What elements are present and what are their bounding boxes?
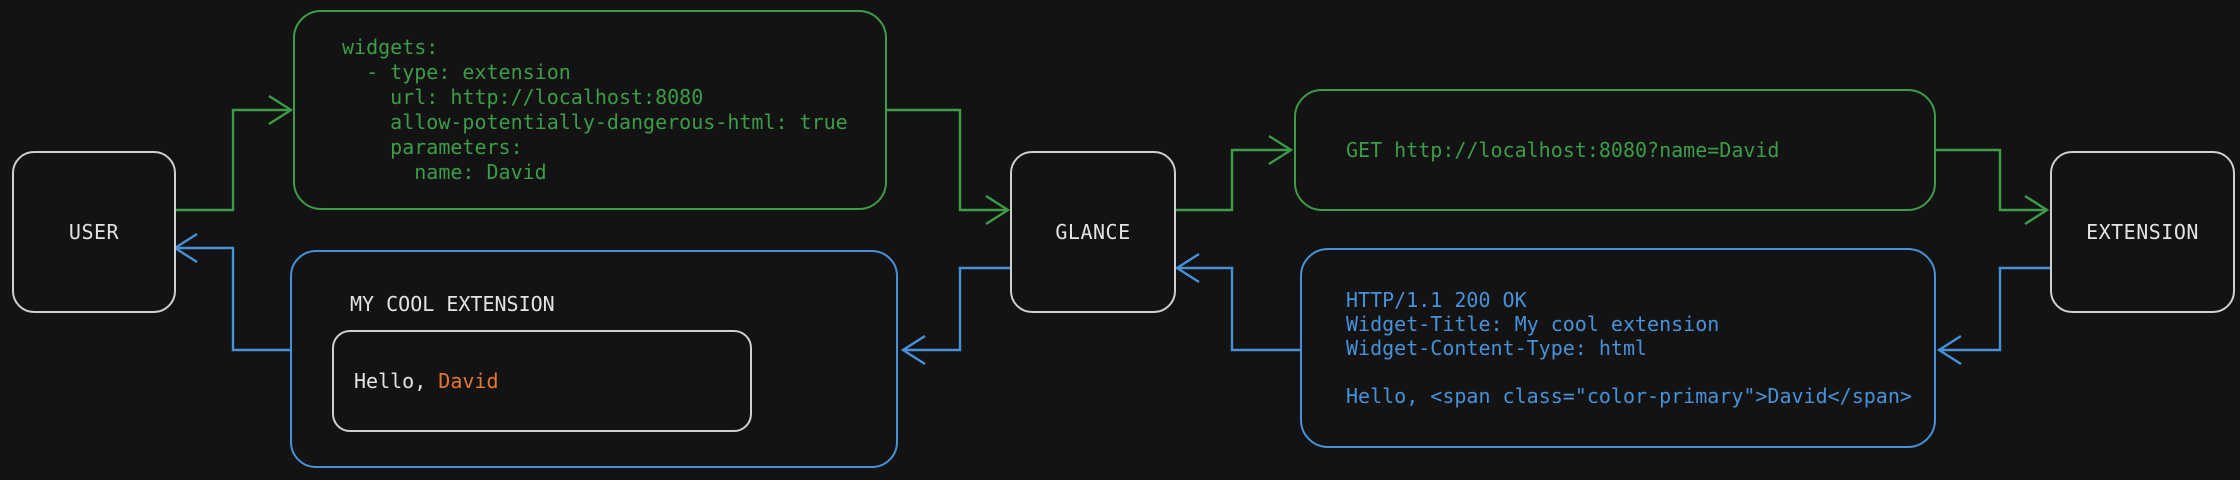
response-line: Hello, <span class="color-primary">David… <box>1346 384 1912 408</box>
arrowhead-right-icon <box>2024 194 2050 226</box>
arrowhead-left-icon <box>900 334 926 366</box>
connector-glance-to-widget <box>900 266 1010 366</box>
greeting-name: David <box>438 369 499 393</box>
node-user-label: USER <box>68 220 120 244</box>
node-glance-label: GLANCE <box>1055 220 1131 244</box>
widget-render-frame: Hello, David <box>332 330 752 432</box>
connector-user-to-config <box>172 94 294 212</box>
arrowhead-right-icon <box>1268 134 1294 166</box>
connector-response-to-glance <box>1174 252 1300 352</box>
http-request-box: GET http://localhost:8080?name=David <box>1294 89 1936 211</box>
config-line: url: http://localhost:8080 <box>342 85 704 109</box>
node-glance: GLANCE <box>1010 151 1176 313</box>
config-line: name: David <box>342 160 547 184</box>
arrowhead-right-icon <box>985 194 1011 226</box>
widget-greeting: Hello, David <box>334 369 499 393</box>
response-line: HTTP/1.1 200 OK <box>1346 288 1527 312</box>
config-line: - type: extension <box>342 60 571 84</box>
arrowhead-left-icon <box>1936 334 1962 366</box>
arrowhead-right-icon <box>268 94 294 126</box>
response-line: Widget-Title: My cool extension <box>1346 312 1720 336</box>
http-response-box: HTTP/1.1 200 OK Widget-Title: My cool ex… <box>1300 248 1936 448</box>
response-line <box>1302 360 1934 384</box>
node-extension: EXTENSION <box>2050 151 2235 313</box>
connector-glance-to-request <box>1172 134 1294 212</box>
widget-preview-box: MY COOL EXTENSION Hello, David <box>290 250 898 468</box>
config-line: widgets: <box>342 35 439 59</box>
yaml-config-box: widgets: - type: extension url: http://l… <box>293 10 887 210</box>
connector-extension-to-response <box>1936 266 2050 366</box>
config-line: parameters: <box>342 135 523 159</box>
connector-request-to-extension <box>1936 148 2050 226</box>
node-extension-label: EXTENSION <box>2086 220 2199 244</box>
response-line: Widget-Content-Type: html <box>1346 336 1648 360</box>
connector-widget-to-user <box>172 232 290 352</box>
config-line: allow-potentially-dangerous-html: true <box>342 110 848 134</box>
widget-title: MY COOL EXTENSION <box>350 292 555 316</box>
connector-config-to-glance <box>887 108 1011 226</box>
request-line: GET http://localhost:8080?name=David <box>1346 137 1780 162</box>
greeting-prefix: Hello, <box>354 369 439 393</box>
arrowhead-left-icon <box>1174 252 1200 284</box>
node-user: USER <box>12 151 176 313</box>
